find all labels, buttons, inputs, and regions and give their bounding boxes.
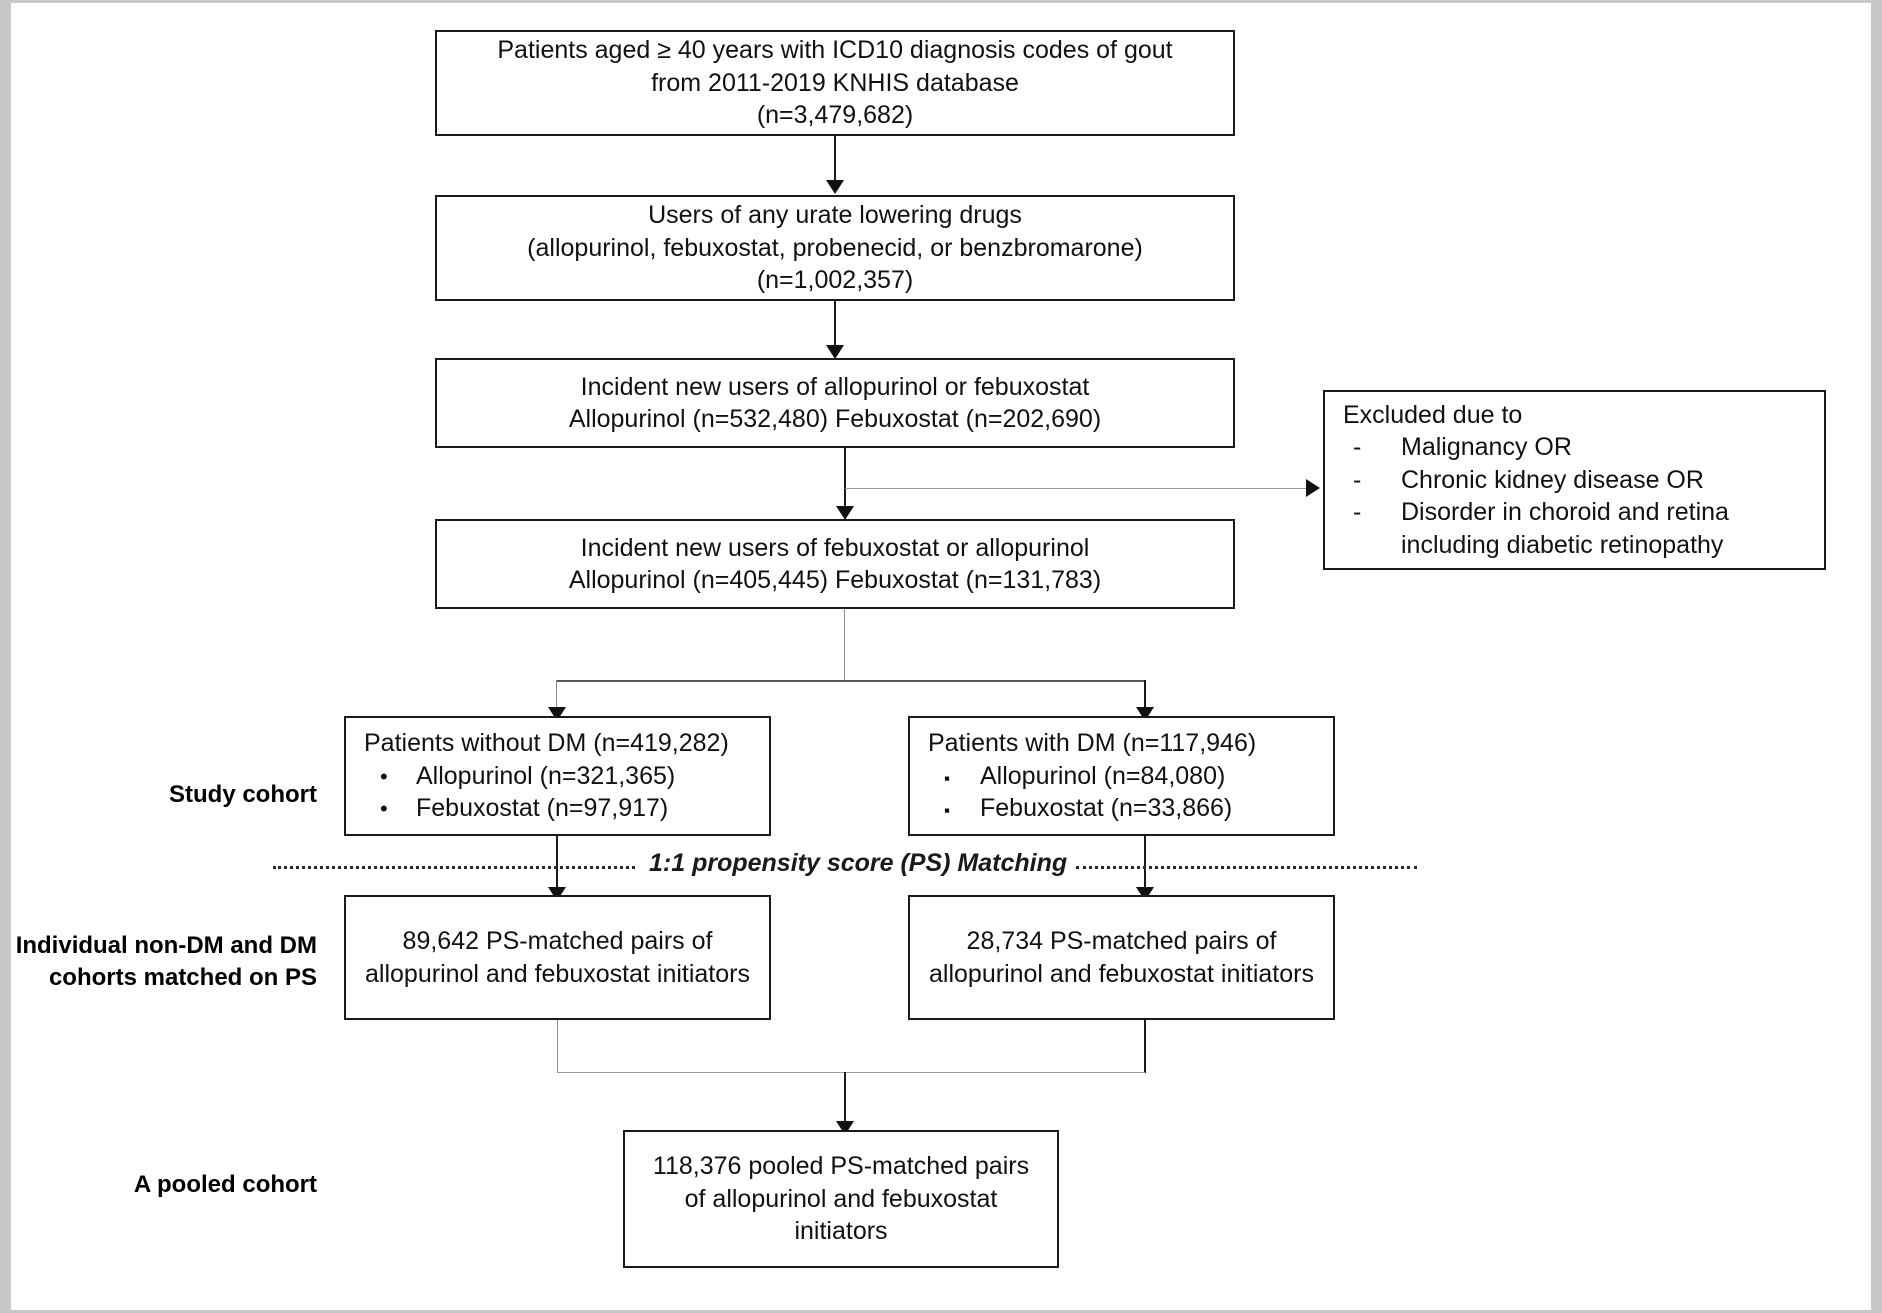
non-dm-cohort-item-1-label: Allopurinol (n=321,365): [416, 761, 676, 790]
connector-source-to-uld: [834, 136, 836, 180]
uld-users-line2: (allopurinol, febuxostat, probenecid, or…: [527, 233, 1143, 262]
connector-merge-stem: [844, 1072, 846, 1130]
exclusion-item-2-label: Chronic kidney disease OR: [1401, 465, 1704, 494]
exclusion-item-1: - Malignancy OR: [1343, 431, 1572, 464]
incident-users-line1: Incident new users of allopurinol or feb…: [580, 372, 1090, 401]
square-bullet-icon: ▪: [944, 801, 951, 821]
source-population-line3: (n=3,479,682): [756, 101, 914, 130]
side-label-pooled-cohort: A pooled cohort: [133, 1171, 317, 1198]
connector-split-stem: [844, 609, 845, 681]
connector-split-right-drop: [1144, 680, 1146, 714]
dm-matched-line1: 28,734 PS-matched pairs of: [966, 927, 1277, 955]
filtered-users-line1: Incident new users of febuxostat or allo…: [580, 533, 1090, 562]
side-label-matched-cohorts: Individual non-DM and DM cohorts matched…: [11, 930, 317, 993]
source-population-line2: from 2011-2019 KNHIS database: [651, 68, 1019, 97]
dm-cohort-item-1: ▪ Allopurinol (n=84,080): [928, 760, 1225, 793]
exclusion-item-3: - Disorder in choroid and retina: [1343, 496, 1729, 529]
arrowhead-source-to-uld: [826, 180, 844, 194]
connector-split-left-drop: [556, 680, 557, 714]
arrowhead-incident-to-filtered: [836, 506, 854, 520]
flowchart-stage: Patients aged ≥ 40 years with ICD10 diag…: [11, 3, 1871, 1310]
node-non-dm-matched: 89,642 PS-matched pairs of allopurinol a…: [344, 895, 771, 1020]
arrowhead-to-exclusions: [1306, 479, 1320, 497]
dm-matched-line2: allopurinol and febuxostat initiators: [929, 959, 1314, 988]
exclusion-item-3-continuation: including diabetic retinopathy: [1343, 529, 1723, 562]
dm-cohort-item-2: ▪ Febuxostat (n=33,866): [928, 792, 1232, 825]
node-exclusions: Excluded due to - Malignancy OR - Chroni…: [1323, 390, 1826, 570]
ps-matching-divider-left: [273, 866, 635, 869]
round-bullet-icon: •: [380, 796, 388, 822]
exclusion-item-2: - Chronic kidney disease OR: [1343, 464, 1704, 497]
connector-merge-left-riser: [557, 1020, 558, 1073]
exclusion-item-1-label: Malignancy OR: [1401, 433, 1572, 462]
node-uld-users: Users of any urate lowering drugs (allop…: [435, 195, 1235, 301]
incident-users-line2: Allopurinol (n=532,480) Febuxostat (n=20…: [568, 405, 1102, 433]
side-label-matched-cohorts-line2: cohorts matched on PS: [48, 963, 317, 991]
dm-cohort-item-2-label: Febuxostat (n=33,866): [980, 794, 1233, 823]
pooled-cohort-line2: of allopurinol and febuxostat: [684, 1184, 998, 1213]
non-dm-matched-line1: 89,642 PS-matched pairs of: [402, 927, 713, 955]
node-non-dm-cohort: Patients without DM (n=419,282) • Allopu…: [344, 716, 771, 836]
arrowhead-uld-to-incident: [826, 345, 844, 359]
connector-split-bar: [556, 680, 1145, 682]
connector-merge-right-riser: [1144, 1020, 1146, 1073]
non-dm-cohort-item-2-label: Febuxostat (n=97,917): [416, 794, 669, 823]
dash-bullet-icon: -: [1353, 465, 1362, 494]
connector-merge-bar: [557, 1072, 1145, 1073]
pooled-cohort-line3: initiators: [794, 1217, 888, 1246]
dash-bullet-icon: -: [1353, 433, 1362, 462]
dash-bullet-icon: -: [1353, 498, 1362, 527]
node-dm-matched: 28,734 PS-matched pairs of allopurinol a…: [908, 895, 1335, 1020]
square-bullet-icon: ▪: [944, 768, 951, 788]
connector-to-exclusions: [845, 488, 1317, 489]
connector-incident-to-filtered: [844, 448, 846, 527]
ps-matching-label: 1:1 propensity score (PS) Matching: [649, 849, 1068, 877]
round-bullet-icon: •: [380, 763, 388, 789]
non-dm-cohort-item-1: • Allopurinol (n=321,365): [364, 760, 675, 793]
exclusion-item-3-continuation-label: including diabetic retinopathy: [1401, 530, 1724, 559]
non-dm-cohort-header: Patients without DM (n=419,282): [364, 729, 729, 758]
exclusions-heading: Excluded due to: [1343, 400, 1523, 429]
side-label-study-cohort: Study cohort: [169, 781, 317, 808]
non-dm-cohort-item-2: • Febuxostat (n=97,917): [364, 792, 668, 825]
uld-users-line3: (n=1,002,357): [756, 266, 914, 295]
uld-users-line1: Users of any urate lowering drugs: [648, 201, 1022, 230]
filtered-users-line2: Allopurinol (n=405,445) Febuxostat (n=13…: [568, 566, 1102, 594]
node-incident-users-after-exclusion: Incident new users of febuxostat or allo…: [435, 519, 1235, 609]
pooled-cohort-line1: 118,376 pooled PS-matched pairs: [652, 1152, 1030, 1181]
non-dm-matched-line2: allopurinol and febuxostat initiators: [365, 959, 750, 988]
dm-cohort-item-1-label: Allopurinol (n=84,080): [980, 761, 1226, 790]
node-incident-users: Incident new users of allopurinol or feb…: [435, 358, 1235, 448]
dm-cohort-header: Patients with DM (n=117,946): [928, 729, 1257, 758]
ps-matching-divider-right: [1076, 866, 1417, 869]
connector-uld-to-incident: [834, 301, 836, 345]
node-dm-cohort: Patients with DM (n=117,946) ▪ Allopurin…: [908, 716, 1335, 836]
exclusion-item-3-label: Disorder in choroid and retina: [1401, 498, 1729, 527]
side-label-matched-cohorts-line1: Individual non-DM and DM: [15, 932, 317, 959]
node-pooled-cohort: 118,376 pooled PS-matched pairs of allop…: [623, 1130, 1059, 1268]
node-source-population: Patients aged ≥ 40 years with ICD10 diag…: [435, 30, 1235, 136]
source-population-line1: Patients aged ≥ 40 years with ICD10 diag…: [497, 36, 1173, 65]
